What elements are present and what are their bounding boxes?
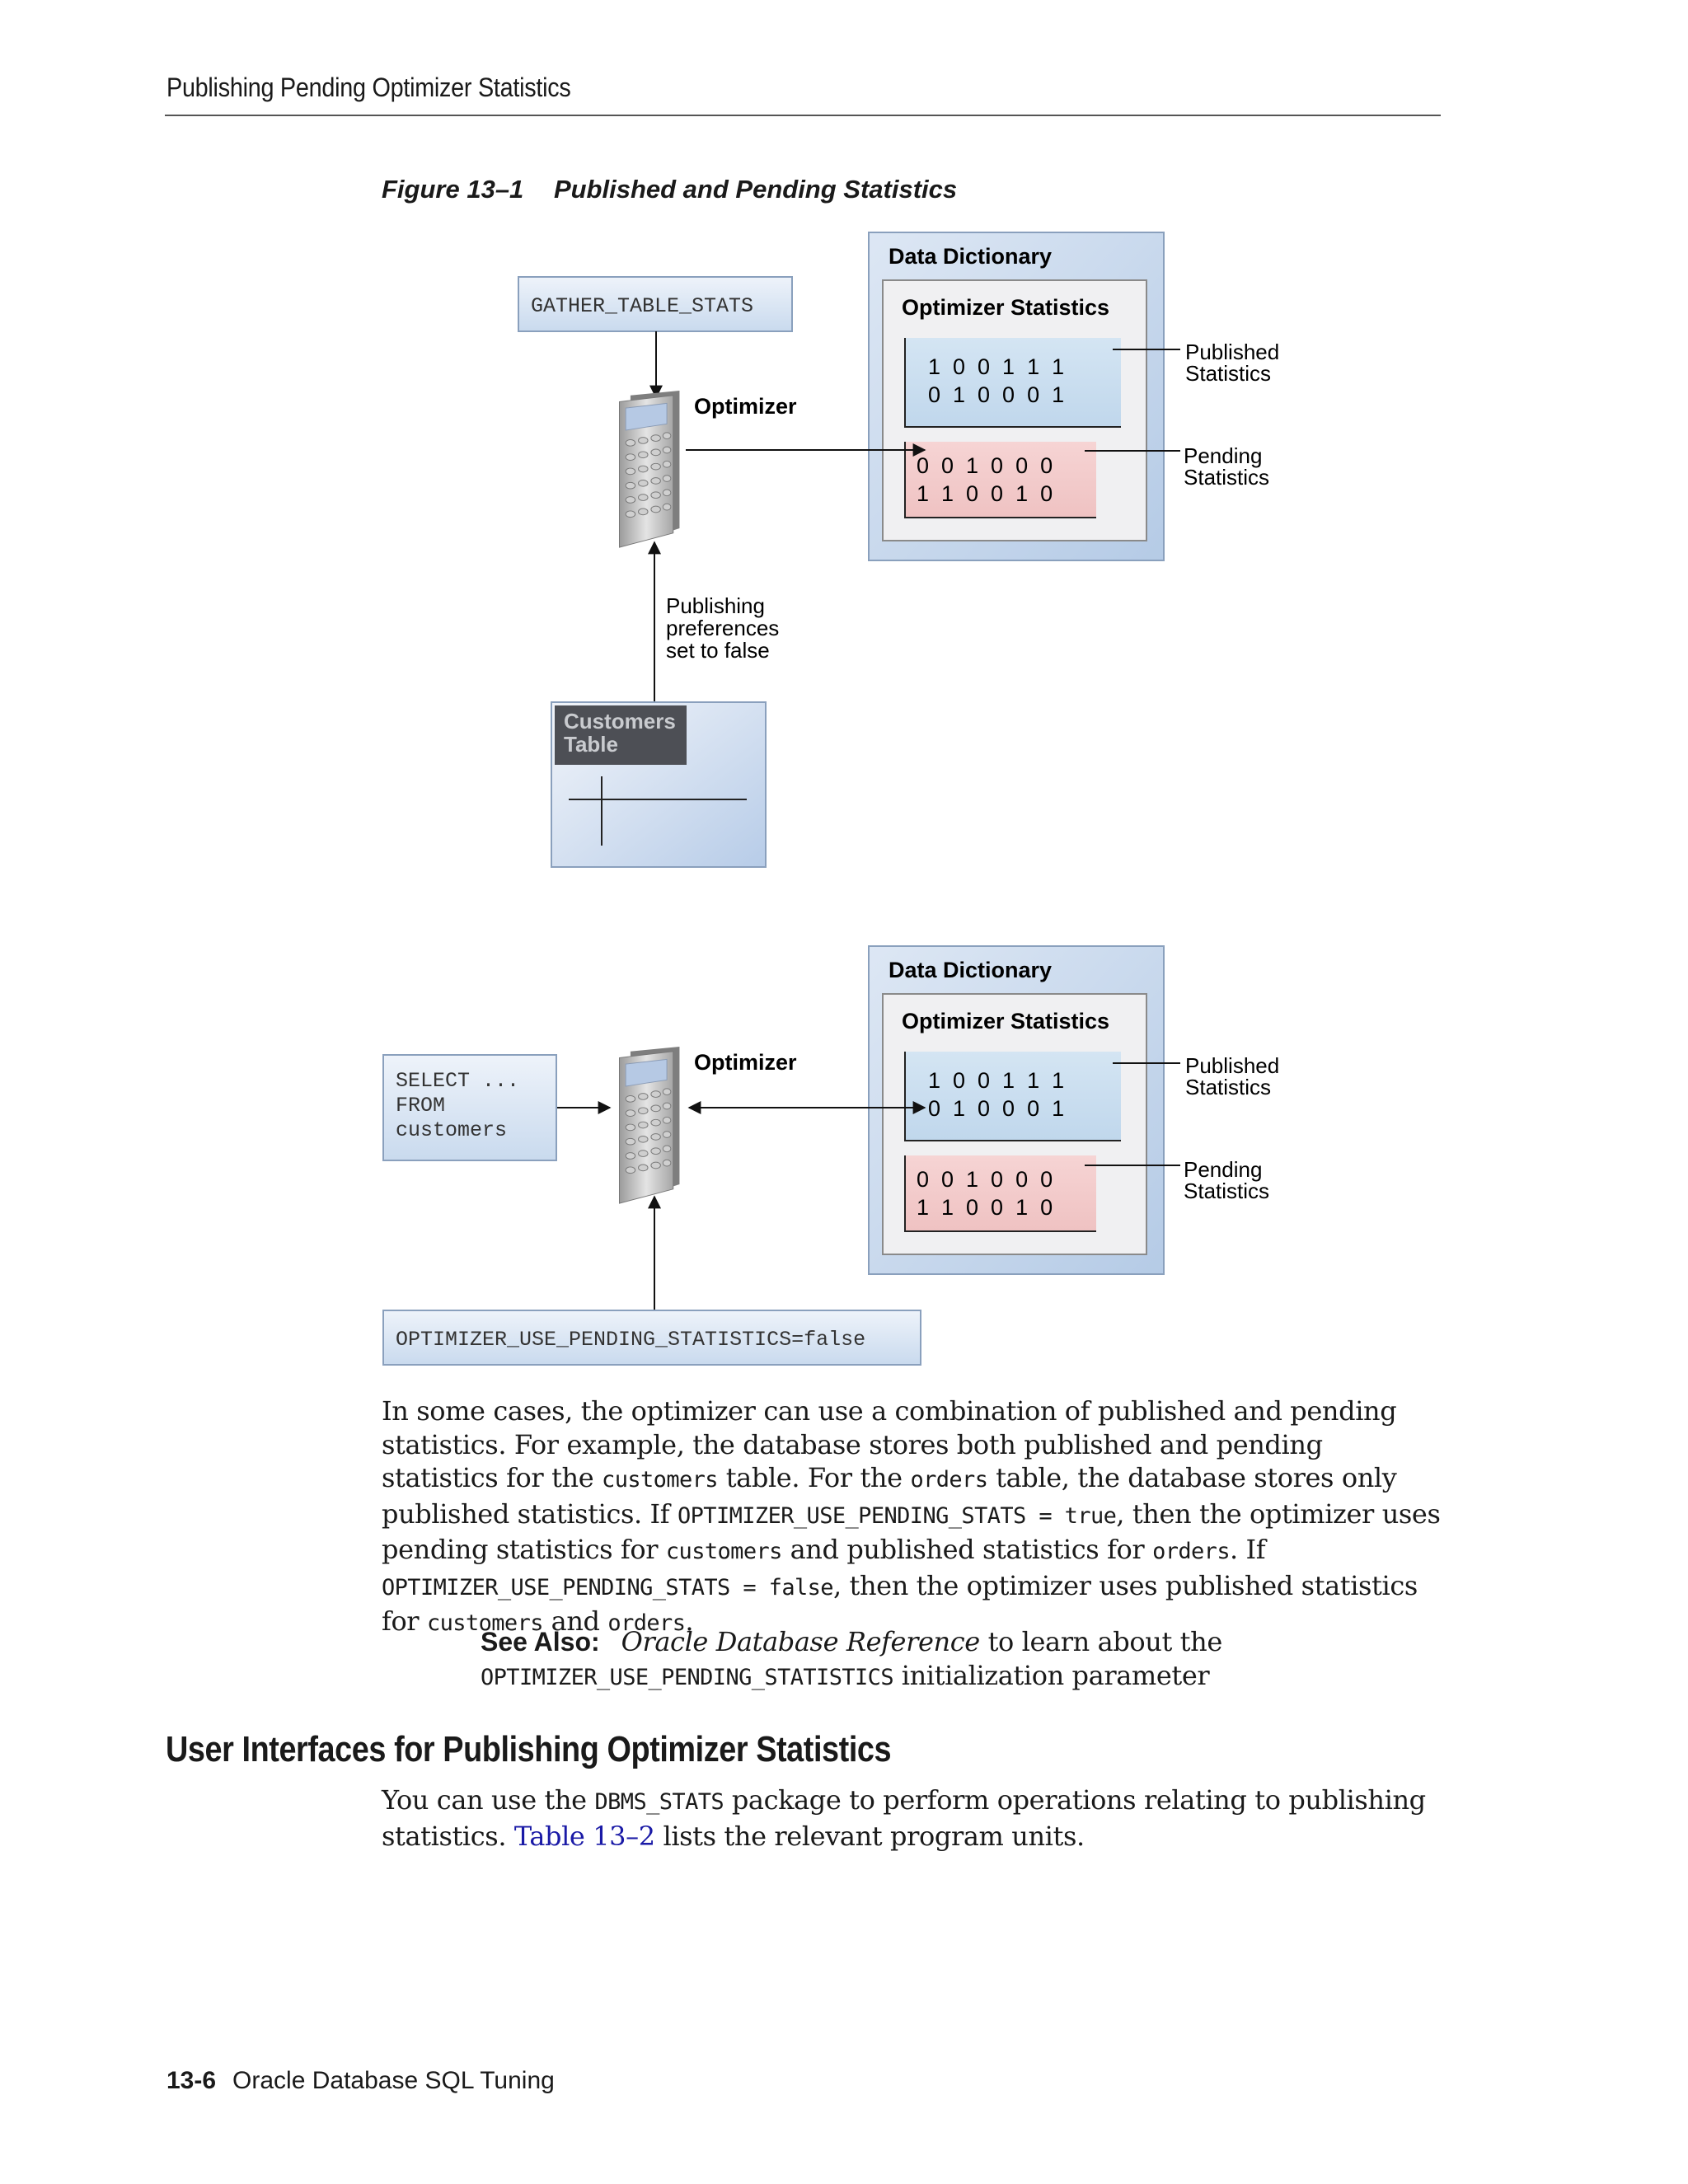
para-text: table, the database stores only publishe… [382,1462,1397,1530]
figure-title: Published and Pending Statistics [553,175,958,204]
section-paragraph: You can use the DBMS_STATS package to pe… [382,1783,1445,1853]
pending-statistics-label-bottom-1: Pending [1184,1157,1262,1182]
code-customers: customers [665,1539,783,1564]
publishing-note-1: Publishing [666,593,765,618]
code-orders: orders [607,1610,686,1636]
select-line-1: SELECT ... [396,1069,519,1093]
code-pending-stats-false: OPTIMIZER_USE_PENDING_STATS = false [382,1574,834,1601]
para-text: , then the optimizer uses pending statis… [382,1497,1441,1566]
optimizer-label-top: Optimizer [694,394,797,419]
publishing-note-2: preferences [666,616,779,640]
published-statistics-grid-top [905,338,1121,427]
optimizer-calculator-icon [618,391,680,548]
pending-statistics-label-top-2: Statistics [1184,465,1269,490]
customers-table-label-2: Table [564,732,618,757]
code-customers: customers [426,1610,544,1636]
para-text: table. For the [717,1462,911,1493]
header-rule [165,115,1441,116]
published-statistics-label-bottom-2: Statistics [1185,1075,1271,1099]
pending-statistics-grid-bottom [905,1155,1096,1231]
code-pending-stats-true: OPTIMIZER_USE_PENDING_STATS = true [678,1502,1117,1529]
para-text: , then the optimizer uses published stat… [382,1569,1418,1638]
para-text: . [685,1605,694,1637]
pending-row-1-top: 0 0 1 0 0 0 [917,453,1053,478]
pending-row-2-bottom: 1 1 0 0 1 0 [917,1195,1053,1220]
top-diagram: GATHER_TABLE_STATS Optimizer Data Dictio… [518,232,1279,868]
see-also-code: OPTIMIZER_USE_PENDING_STATISTICS [481,1664,894,1690]
optimizer-statistics-label-bottom: Optimizer Statistics [902,1009,1109,1033]
published-row-2-top: 0 1 0 0 0 1 [928,382,1064,407]
see-also-label: See Also: [481,1627,600,1657]
table-13-2-link[interactable]: Table 13–2 [513,1820,655,1852]
para-text: and published statistics for [781,1534,1153,1565]
code-dbms-stats: DBMS_STATS [594,1789,724,1815]
body-paragraph: In some cases, the optimizer can use a c… [382,1394,1445,1641]
publishing-note-3: set to false [666,638,770,663]
pending-statistics-label-bottom-2: Statistics [1184,1179,1269,1203]
published-row-2-bottom: 0 1 0 0 0 1 [928,1096,1064,1121]
see-also-text: initialization parameter [893,1659,1210,1691]
bottom-diagram: SELECT ... FROM customers Optimizer Data… [382,945,1279,1366]
code-customers: customers [602,1467,719,1493]
customers-table-header [555,705,687,765]
section-text: You can use the [382,1784,595,1816]
customers-table-label-1: Customers [564,709,676,733]
data-dictionary-label-bottom: Data Dictionary [889,958,1052,982]
optimizer-label-bottom: Optimizer [694,1050,797,1075]
page-footer: 13-6 Oracle Database SQL Tuning [166,2067,555,2095]
pending-statistics-label-top-1: Pending [1184,443,1262,468]
published-row-1-bottom: 1 0 0 1 1 1 [928,1068,1064,1093]
pending-row-2-top: 1 1 0 0 1 0 [917,481,1053,506]
select-query-box [382,1054,557,1161]
optimizer-use-pending-param-box [382,1310,921,1366]
page-number: 13-6 [166,2067,217,2094]
gather-table-stats-label: GATHER_TABLE_STATS [531,294,753,318]
code-orders: orders [910,1467,988,1493]
figure-number: Figure 13–1 [382,175,524,204]
published-row-1-top: 1 0 0 1 1 1 [928,354,1064,379]
data-dictionary-label-top: Data Dictionary [889,244,1052,269]
pending-statistics-grid-top [905,442,1096,518]
figure-caption: Figure 13–1 Published and Pending Statis… [382,175,957,204]
published-statistics-label-top-1: Published [1185,340,1279,364]
book-title: Oracle Database SQL Tuning [232,2067,555,2094]
optimizer-statistics-label-top: Optimizer Statistics [902,295,1109,320]
see-also-reference: Oracle Database Reference [621,1626,981,1657]
select-line-2: FROM [396,1094,445,1118]
code-orders: orders [1152,1539,1231,1564]
running-header: Publishing Pending Optimizer Statistics [166,73,571,102]
see-also-text: to learn about the [979,1626,1223,1657]
published-statistics-label-top-2: Statistics [1185,361,1271,386]
optimizer-use-pending-param-label: OPTIMIZER_USE_PENDING_STATISTICS=false [396,1328,865,1352]
see-also-note: See Also: Oracle Database Reference to le… [481,1625,1428,1694]
published-statistics-label-bottom-1: Published [1185,1053,1279,1078]
para-text: In some cases, the optimizer can use a c… [382,1395,1397,1493]
optimizer-calculator-icon-bottom [618,1047,680,1204]
published-statistics-grid-bottom [905,1052,1121,1141]
section-text: lists the relevant program units. [654,1820,1085,1852]
section-heading: User Interfaces for Publishing Optimizer… [166,1729,892,1769]
para-text: . If [1230,1534,1266,1565]
para-text: and [542,1605,608,1637]
section-text: package to perform operations relating t… [382,1784,1426,1852]
select-line-3: customers [396,1118,507,1142]
pending-row-1-bottom: 0 0 1 0 0 0 [917,1167,1053,1192]
